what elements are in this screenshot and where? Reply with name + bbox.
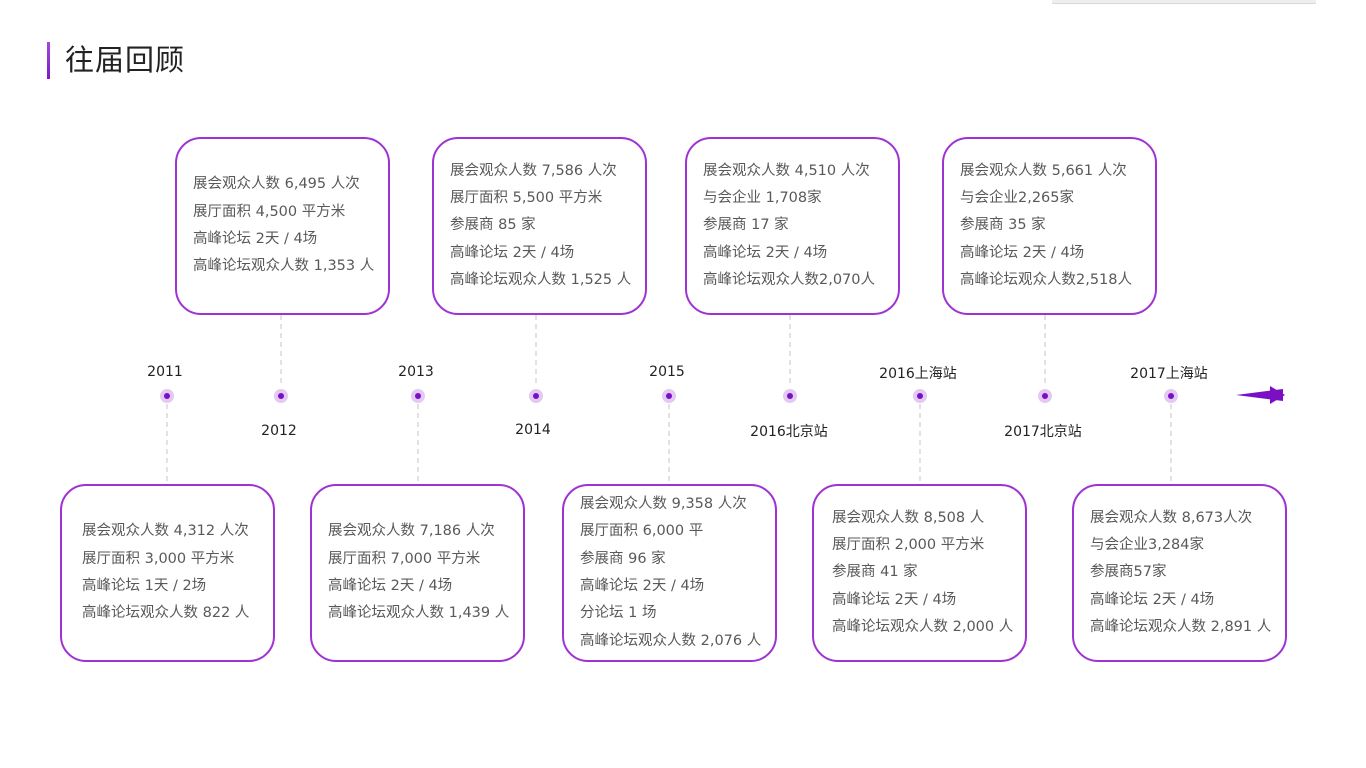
card-2017-shanghai: 展会观众人数 8,673人次 与会企业3,284家 参展商57家 高峰论坛 2天… [1072, 484, 1287, 662]
timeline-nodes [160, 389, 1178, 403]
connector-lines [166, 315, 1172, 484]
card-line: 高峰论坛观众人数 1,525 人 [450, 271, 632, 288]
card-2017-beijing: 展会观众人数 5,661 人次 与会企业2,265家 参展商 35 家 高峰论坛… [942, 137, 1157, 315]
card-2014: 展会观众人数 7,586 人次 展厅面积 5,500 平方米 参展商 85 家 … [432, 137, 647, 315]
card-line: 高峰论坛观众人数 2,076 人 [580, 632, 762, 649]
card-line: 参展商57家 [1090, 564, 1167, 581]
card-2012: 展会观众人数 6,495 人次 展厅面积 4,500 平方米 高峰论坛 2天 /… [175, 137, 390, 315]
card-line: 展厅面积 6,000 平 [580, 523, 704, 540]
card-line: 展厅面积 3,000 平方米 [82, 550, 235, 567]
year-label-2017-shanghai: 2017上海站 [1130, 366, 1208, 382]
card-2016-shanghai: 展会观众人数 8,508 人 展厅面积 2,000 平方米 参展商 41 家 高… [812, 484, 1027, 662]
card-line: 高峰论坛 2天 / 4场 [450, 244, 575, 261]
card-line: 高峰论坛 2天 / 4场 [193, 231, 318, 247]
card-line: 与会企业2,265家 [960, 190, 1075, 207]
card-2011: 展会观众人数 4,312 人次 展厅面积 3,000 平方米 高峰论坛 1天 /… [60, 484, 275, 662]
card-line: 高峰论坛 2天 / 4场 [960, 244, 1085, 261]
card-line: 展会观众人数 8,673人次 [1090, 509, 1253, 526]
card-line: 参展商 85 家 [450, 217, 536, 234]
card-line: 参展商 35 家 [960, 217, 1046, 234]
year-label-2012: 2012 [261, 423, 297, 439]
card-line: 展会观众人数 7,586 人次 [450, 162, 617, 179]
card-line: 高峰论坛 1天 / 2场 [82, 578, 207, 594]
card-line: 展厅面积 7,000 平方米 [328, 550, 481, 567]
card-line: 展厅面积 2,000 平方米 [832, 537, 985, 554]
card-line: 高峰论坛 2天 / 4场 [580, 578, 705, 594]
year-label-2015: 2015 [649, 364, 685, 380]
card-line: 展厅面积 5,500 平方米 [450, 190, 603, 207]
page-title: 往届回顾 [65, 43, 186, 77]
card-line: 展会观众人数 5,661 人次 [960, 162, 1127, 179]
card-line: 展会观众人数 7,186 人次 [328, 523, 495, 540]
card-line: 高峰论坛观众人数 1,439 人 [328, 605, 510, 622]
card-line: 参展商 96 家 [580, 550, 666, 567]
card-line: 高峰论坛观众人数 1,353 人 [193, 258, 375, 275]
card-line: 参展商 41 家 [832, 564, 918, 581]
card-2015: 展会观众人数 9,358 人次 展厅面积 6,000 平 参展商 96 家 高峰… [562, 484, 777, 662]
card-line: 高峰论坛观众人数 2,891 人 [1090, 618, 1272, 635]
year-label-2013: 2013 [398, 364, 434, 380]
year-label-2014: 2014 [515, 422, 551, 438]
card-2016-beijing: 展会观众人数 4,510 人次 与会企业 1,708家 参展商 17 家 高峰论… [685, 137, 900, 315]
card-line: 高峰论坛观众人数2,070人 [703, 271, 876, 288]
card-line: 展会观众人数 6,495 人次 [193, 176, 360, 193]
card-line: 高峰论坛 2天 / 4场 [703, 244, 828, 261]
year-label-2011: 2011 [147, 364, 183, 380]
card-line: 参展商 17 家 [703, 217, 789, 234]
card-line: 高峰论坛 2天 / 4场 [1090, 591, 1215, 608]
card-line: 展会观众人数 8,508 人 [832, 509, 985, 526]
card-line: 高峰论坛观众人数 2,000 人 [832, 618, 1014, 635]
card-line: 分论坛 1 场 [580, 605, 657, 622]
card-line: 展会观众人数 4,312 人次 [82, 523, 249, 540]
top-scrollbar-edge [1052, 0, 1316, 4]
card-line: 展厅面积 4,500 平方米 [193, 203, 346, 220]
card-line: 高峰论坛观众人数2,518人 [960, 271, 1133, 288]
title-accent-bar [47, 42, 50, 79]
card-line: 展会观众人数 4,510 人次 [703, 162, 870, 179]
year-label-2016-shanghai: 2016上海站 [879, 366, 957, 382]
card-line: 与会企业3,284家 [1090, 537, 1205, 554]
card-2013: 展会观众人数 7,186 人次 展厅面积 7,000 平方米 高峰论坛 2天 /… [310, 484, 525, 662]
year-label-2017-beijing: 2017北京站 [1004, 424, 1082, 440]
year-label-2016-beijing: 2016北京站 [750, 424, 828, 440]
card-line: 高峰论坛 2天 / 4场 [328, 578, 453, 594]
card-line: 展会观众人数 9,358 人次 [580, 496, 747, 513]
card-line: 高峰论坛观众人数 822 人 [82, 605, 250, 622]
timeline-arrow-head [1270, 386, 1285, 404]
card-line: 高峰论坛 2天 / 4场 [832, 591, 957, 608]
card-line: 与会企业 1,708家 [703, 190, 822, 207]
